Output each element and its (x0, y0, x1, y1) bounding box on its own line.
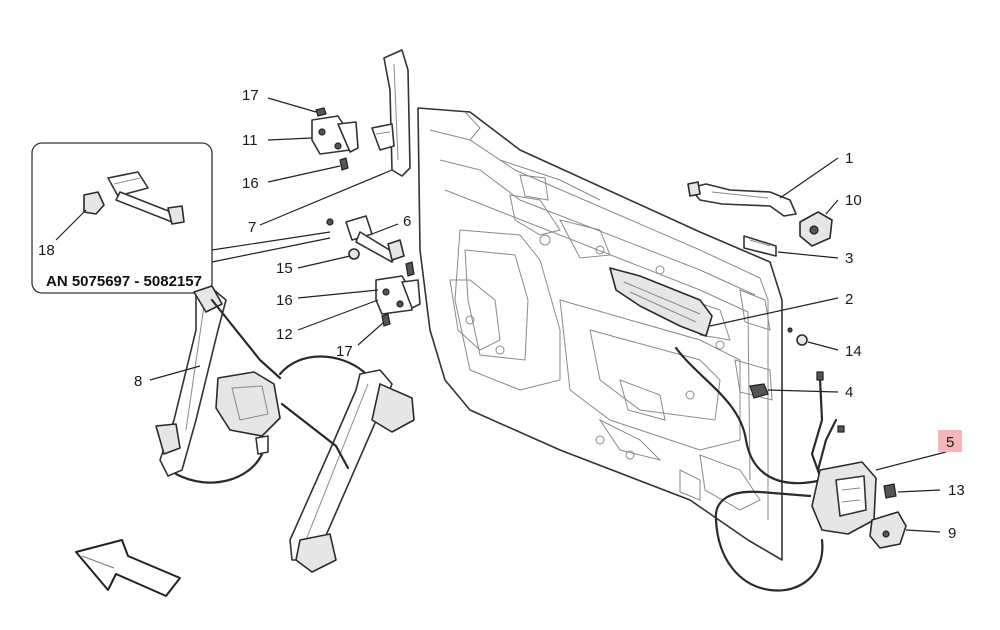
window-regulator-8 (149, 285, 415, 573)
label-4: 4 (845, 384, 853, 401)
bolt-6 (326, 218, 334, 226)
label-3: 3 (845, 250, 853, 267)
label-13: 13 (948, 482, 965, 499)
label-8: 8 (134, 373, 142, 390)
label-1: 1 (845, 150, 853, 167)
label-18: 18 (38, 242, 55, 259)
handle-gasket-3 (743, 235, 839, 259)
label-9: 9 (948, 525, 956, 542)
inner-handle-bracket-2 (609, 267, 839, 337)
label-2: 2 (845, 291, 853, 308)
striker-9 (869, 511, 941, 549)
label-12: 12 (276, 326, 293, 343)
direction-arrow-icon (75, 539, 181, 597)
inset-box: 18 AN 5075697 - 5082157 (31, 142, 331, 294)
pillar-bracket-7 (259, 49, 411, 226)
label-17-lower: 17 (336, 343, 353, 360)
bolt-16-upper (339, 157, 349, 171)
screw-4 (749, 383, 839, 399)
stop-cap-18 (83, 191, 105, 215)
bolt-17-upper (315, 107, 327, 117)
upper-hinge-11 (267, 97, 359, 183)
door-lock-5 (674, 346, 947, 592)
label-16-upper: 16 (242, 175, 259, 192)
label-5: 5 (946, 434, 954, 451)
screw-13 (883, 483, 941, 499)
label-15: 15 (276, 260, 293, 277)
label-17-upper: 17 (242, 87, 259, 104)
stop-cap-15 (348, 248, 360, 260)
lower-hinge-12 (297, 261, 421, 346)
bolt-17-lower (381, 313, 391, 327)
bolt-16-lower (405, 261, 415, 277)
inset-range-label: AN 5075697 - 5082157 (46, 273, 202, 290)
label-16-lower: 16 (276, 292, 293, 309)
grommet-14 (787, 327, 839, 351)
outer-handle-1 (687, 157, 839, 217)
door-check-6 (297, 215, 405, 269)
lock-cylinder-10 (799, 199, 839, 247)
label-14: 14 (845, 343, 862, 360)
regulator-motor (215, 371, 281, 437)
label-11: 11 (242, 132, 258, 149)
highlight-box-5 (938, 430, 962, 452)
label-6: 6 (403, 213, 411, 230)
door-inner-panel (417, 107, 783, 561)
label-10: 10 (845, 192, 862, 209)
label-7: 7 (248, 219, 256, 236)
